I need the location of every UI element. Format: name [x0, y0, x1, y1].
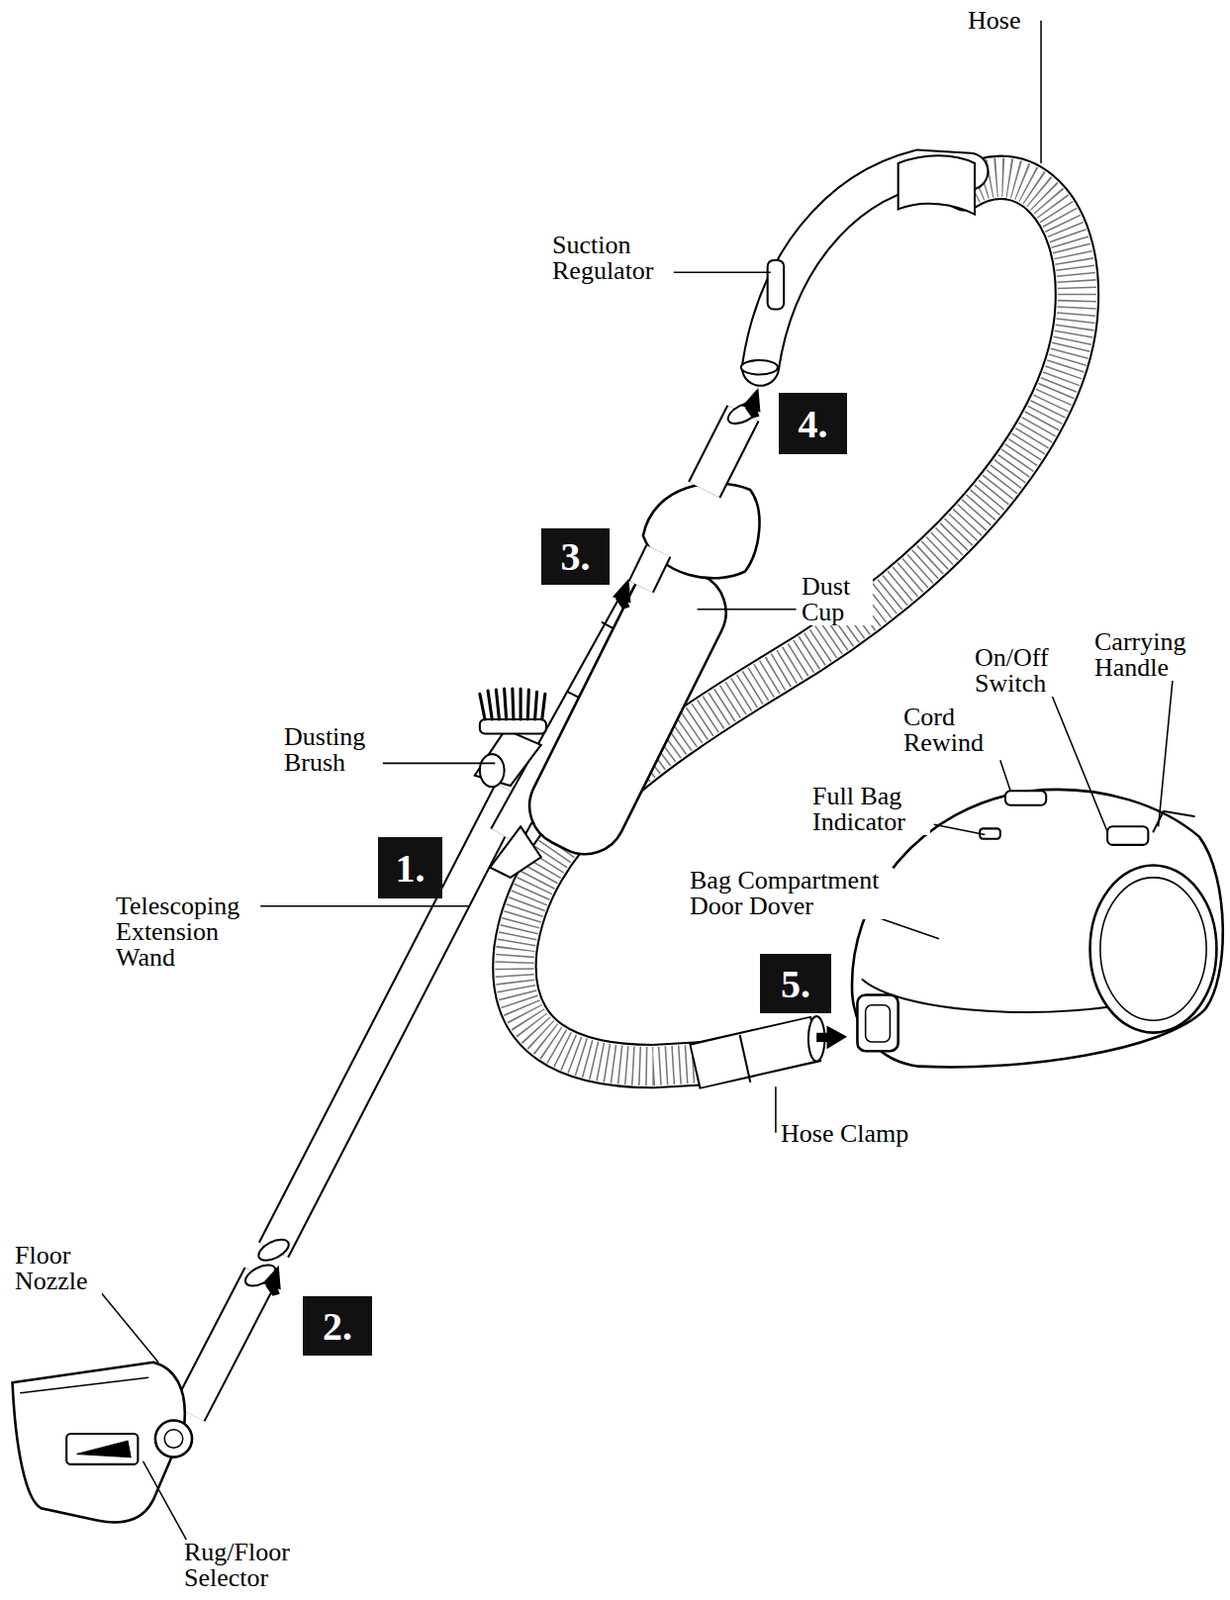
part-label: Dust Cup: [801, 573, 873, 626]
canister-body-part: [856, 994, 898, 1051]
hose-clamp-part: [740, 1036, 751, 1082]
leader-lines-part: [774, 1086, 777, 1133]
part-label: Hose Clamp: [780, 1121, 909, 1147]
leader-lines-part: [1040, 20, 1042, 164]
hose-clamp-part: [695, 1039, 815, 1067]
floor-nozzle-part: [189, 1275, 261, 1414]
dust-cup-part: [515, 550, 741, 868]
assembly-arrows-part: [612, 578, 632, 610]
dust-cup-part: [704, 413, 744, 490]
leader-lines-part: [382, 762, 495, 765]
leader-lines-part: [697, 608, 797, 611]
floor-nozzle: [12, 1260, 280, 1522]
canister-body-part: [1090, 865, 1218, 1034]
extension-wand-part: [274, 790, 511, 1250]
part-label: Full Bag Indicator: [812, 783, 931, 836]
part-label: Cord Rewind: [903, 704, 996, 757]
part-label: On/Off Switch: [974, 645, 1062, 697]
assembly-arrows-part: [816, 1025, 848, 1049]
dusting-brush-part: [479, 688, 546, 720]
assembly-arrows-part: [742, 387, 761, 419]
dusting-brush-part: [479, 719, 547, 734]
hose-handle: [741, 155, 975, 375]
dust-cup-part: [704, 413, 744, 490]
leader-lines-part: [143, 1461, 188, 1541]
dust-cup: [515, 398, 761, 868]
extension-wand: [255, 790, 511, 1265]
part-label: Bag Compartment Door Dover: [689, 867, 894, 920]
floor-nozzle-part: [164, 1429, 184, 1449]
leader-lines-part: [1050, 693, 1108, 832]
extension-wand-part: [274, 790, 511, 1250]
upper-wand-part: [489, 826, 542, 878]
part-label: Rug/Floor Selector: [184, 1539, 317, 1592]
leader-lines-part: [1000, 759, 1011, 791]
canister-body-part: [1100, 877, 1207, 1021]
leader-lines-part: [260, 905, 470, 908]
leader-lines-part: [673, 272, 771, 275]
floor-nozzle-part: [20, 1377, 149, 1393]
leader-lines-part: [96, 1287, 159, 1362]
dusting-brush-part: [479, 754, 505, 787]
hose-handle-part: [898, 155, 975, 214]
leader-lines-part: [1158, 667, 1174, 827]
dusting-brush: [474, 688, 547, 787]
floor-nozzle-part: [189, 1275, 261, 1414]
part-label: Carrying Handle: [1094, 629, 1207, 681]
assembly-arrows: [262, 387, 848, 1297]
vacuum-drawing: [12, 20, 1224, 1542]
leader-lines: [96, 20, 1174, 1542]
callout-number: 4.: [778, 392, 848, 455]
callout-number: 3.: [541, 528, 610, 585]
part-label: Suction Regulator: [552, 232, 655, 284]
canister-body-part: [1005, 790, 1046, 805]
extension-wand-part: [255, 1234, 292, 1265]
floor-nozzle-part: [77, 1440, 132, 1458]
assembly-arrows-part: [262, 1265, 282, 1297]
callout-number: 1.: [378, 837, 443, 899]
part-label: Telescoping Extension Wand: [115, 893, 259, 971]
part-label: Floor Nozzle: [14, 1242, 102, 1295]
leader-lines-part: [934, 824, 986, 835]
floor-nozzle-part: [66, 1433, 138, 1465]
callout-number: 2.: [302, 1296, 373, 1356]
part-label: Dusting Brush: [283, 724, 381, 776]
hose-handle-part: [741, 360, 778, 375]
callout-number: 5.: [759, 953, 832, 1014]
floor-nozzle-part: [155, 1420, 192, 1458]
hose-clamp: [693, 1016, 825, 1082]
dust-cup-part: [641, 551, 660, 587]
canister-body-part: [862, 979, 1124, 1013]
dust-cup-part: [641, 551, 660, 587]
canister-body-part: [865, 1005, 891, 1042]
canister-body-part: [1107, 826, 1148, 846]
hose-handle-part: [767, 260, 785, 310]
part-label: Hose: [967, 7, 1021, 34]
hose-clamp-part: [693, 1039, 817, 1067]
